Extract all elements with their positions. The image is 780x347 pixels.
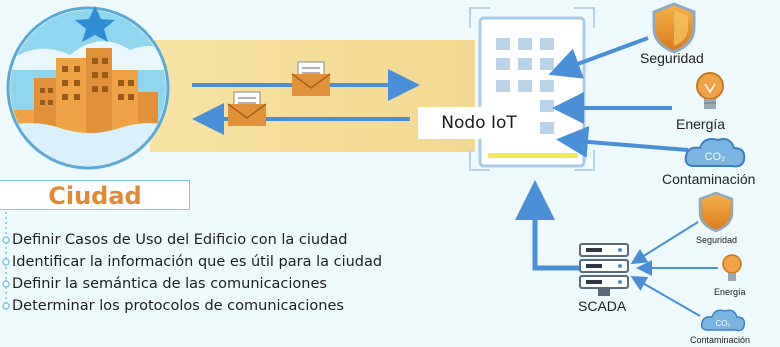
arrow-security-to-node [548,36,649,79]
task-bullets [2,236,10,310]
arrow-security-to-scada [630,221,699,265]
co2-text: CO₂ [705,151,726,163]
star-icon [75,6,115,42]
list-item: Determinar los protocolos de comunicacio… [12,298,344,314]
smart-building-icon [469,7,595,171]
city-title-box: Ciudad [0,180,190,210]
sensor-label-energy: Energía [676,116,726,132]
co2-cloud-icon: CO₂ [700,309,746,332]
sensor-label-security: Seguridad [640,50,704,66]
arrow-pollution-to-node [556,125,689,158]
security-shield-icon [652,2,696,54]
list-item: Definir la semántica de las comunicacion… [12,276,327,292]
light-bulb-icon [722,254,742,281]
sensor-label-security-small: Seguridad [696,235,738,245]
arrow-scada-to-node [515,180,580,271]
list-item: Identificar la información que es útil p… [12,254,383,270]
envelope-document-icon [291,61,331,96]
light-bulb-icon [696,72,724,109]
list-item: Definir Casos de Uso del Edificio con la… [12,232,348,248]
iot-node-box: Nodo IoT [418,107,540,139]
iot-node-label: Nodo IoT [441,113,517,133]
security-shield-icon [698,191,734,233]
co2-text: CO₂ [715,319,730,328]
task-list: Definir Casos de Uso del Edificio con la… [12,229,382,317]
sensor-label-pollution: Contaminación [662,171,756,187]
sensor-label-pollution-small: Contaminación [690,335,751,345]
city-title: Ciudad [48,182,142,210]
arrow-pollution-to-scada [630,276,701,317]
envelope-document-icon [227,91,267,126]
sensor-label-energy-small: Energía [714,287,746,297]
server-rack-icon [579,243,629,296]
co2-cloud-icon: CO₂ [684,138,746,168]
scada-label: SCADA [578,298,627,314]
